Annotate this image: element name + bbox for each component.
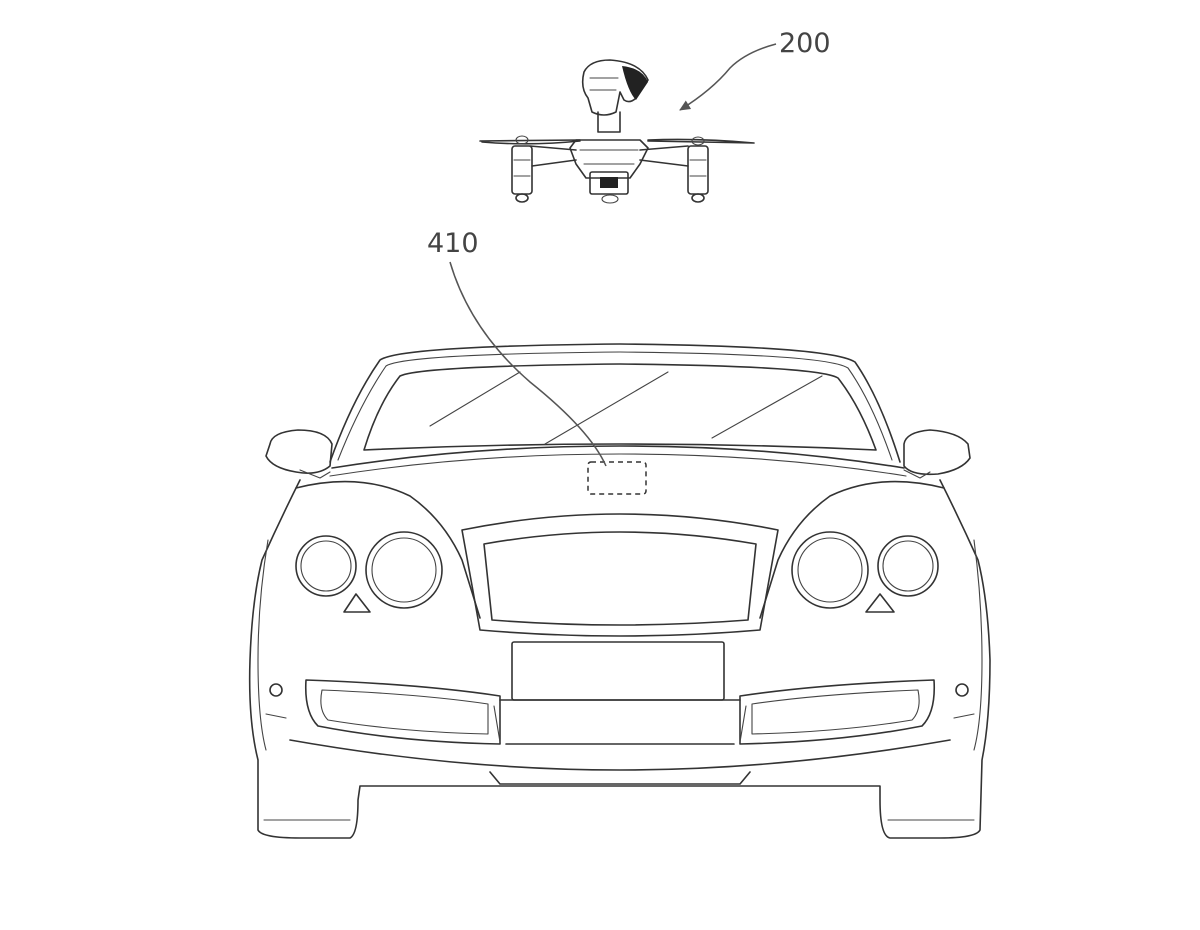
left-motor-leg xyxy=(511,145,533,203)
camera-region-reference-label: 410 xyxy=(427,228,479,259)
right-mirror xyxy=(903,429,971,479)
drone-reference-label: 200 xyxy=(779,28,831,59)
drone-illustration xyxy=(479,59,755,204)
camera-region-box xyxy=(587,461,647,495)
right-headlights xyxy=(791,531,939,613)
grille xyxy=(461,513,779,637)
license-plate xyxy=(511,641,725,701)
right-motor-leg xyxy=(687,145,709,203)
drone-leader-arrow xyxy=(679,43,777,111)
left-headlights xyxy=(295,531,443,613)
camera-region-leader-line xyxy=(449,261,607,467)
car-illustration xyxy=(248,343,991,839)
left-mirror xyxy=(265,429,333,479)
